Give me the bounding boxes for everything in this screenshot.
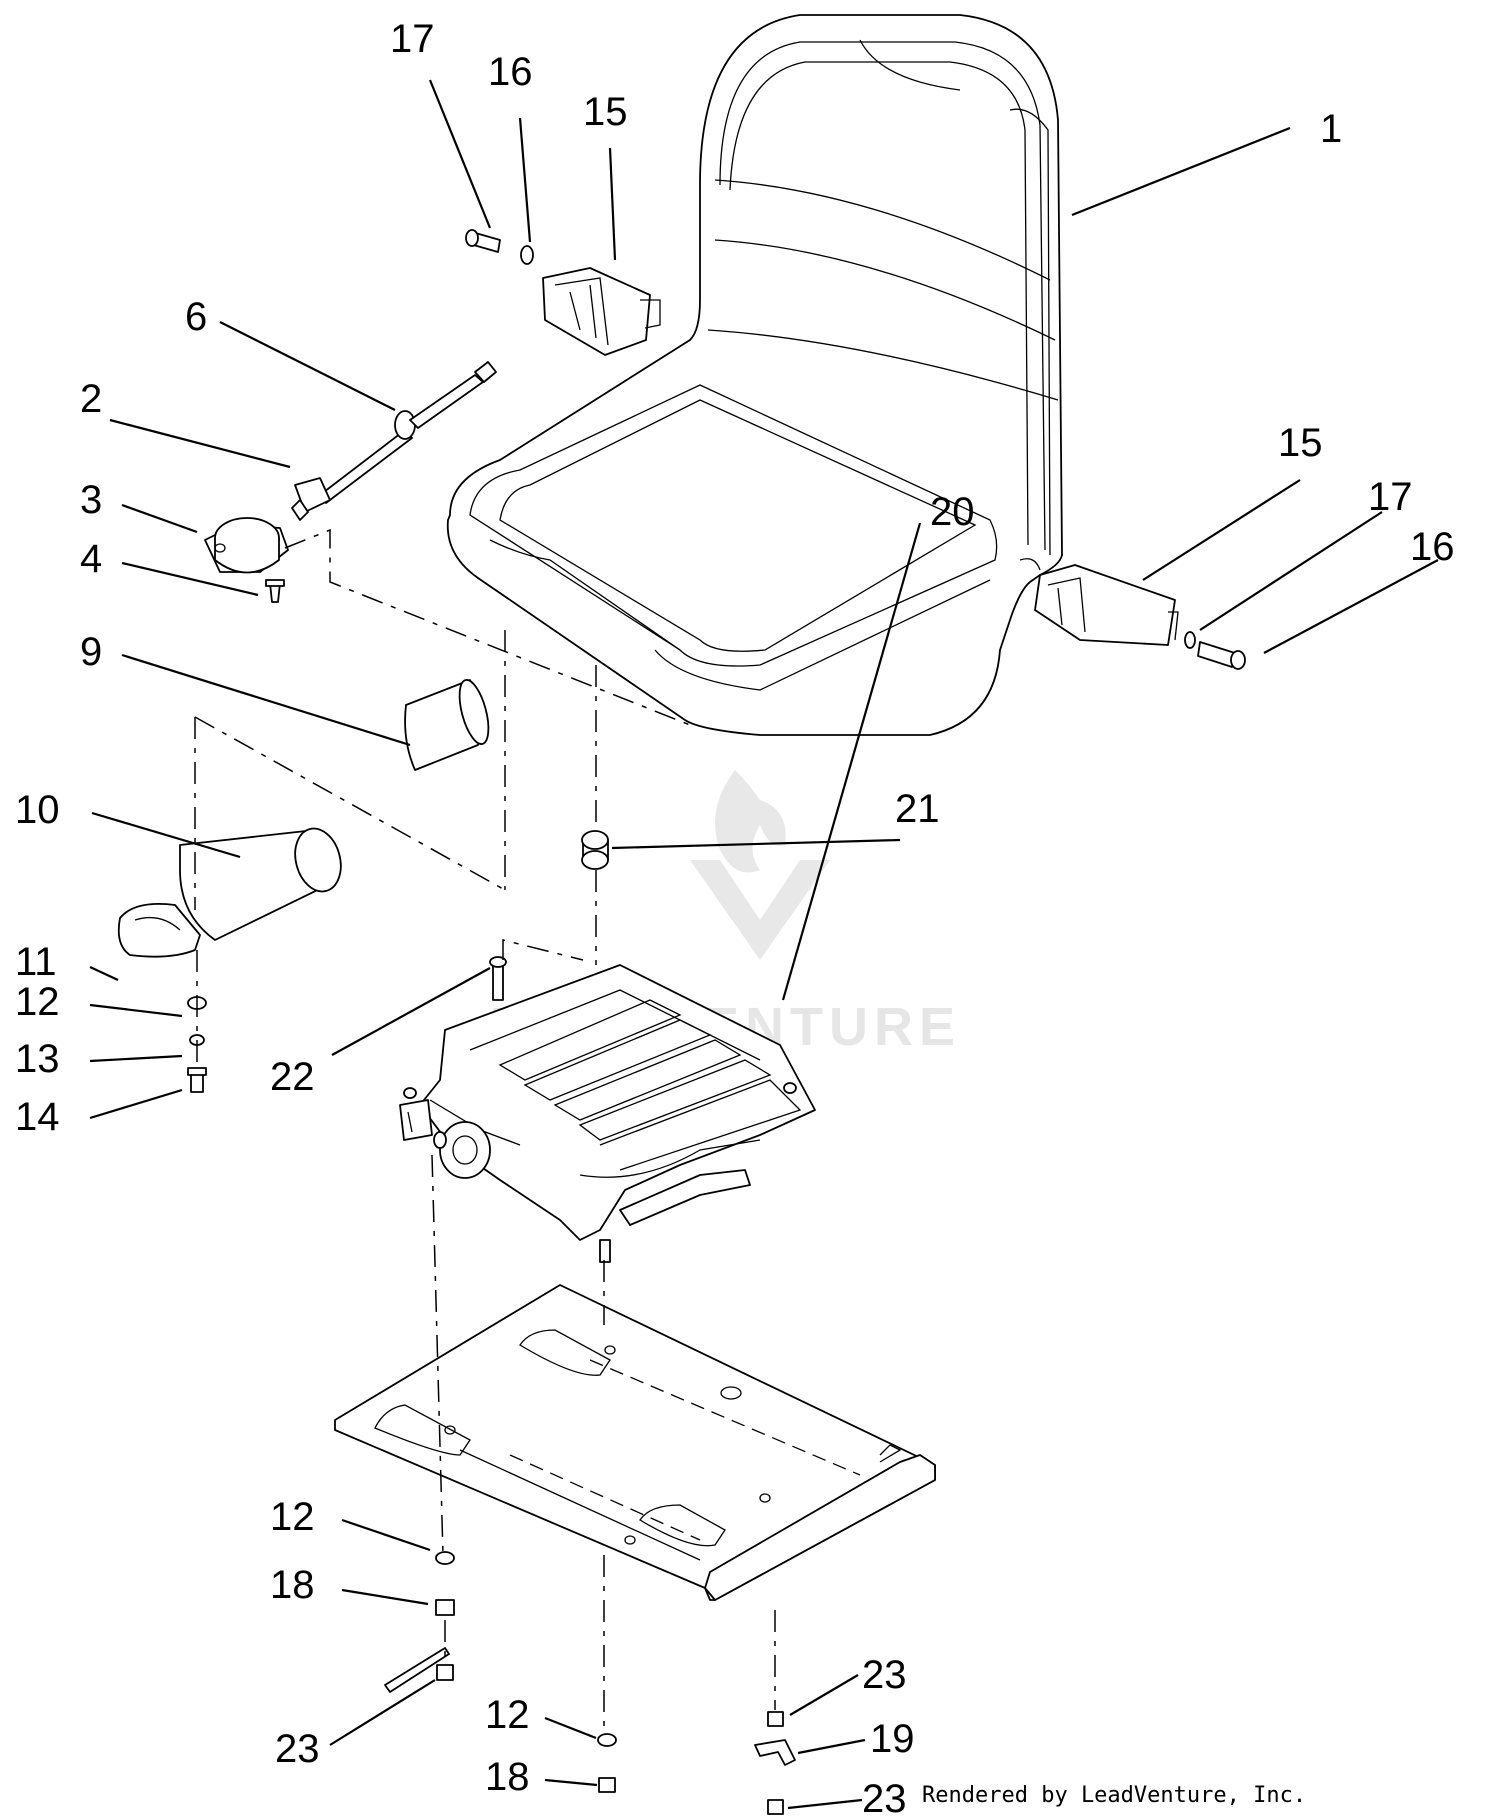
- washer-part-12-left: [435, 1551, 455, 1565]
- callout-19: 19: [870, 1717, 915, 1761]
- callout-16-right: 16: [1410, 525, 1455, 569]
- nut-part-23-right-lower: [767, 1799, 784, 1815]
- callout-18-center: 18: [485, 1755, 530, 1799]
- suspension-part-20: [399, 956, 816, 1263]
- callout-6: 6: [185, 295, 207, 339]
- callout-13: 13: [15, 1037, 60, 1081]
- locknut-part-18-left: [435, 1599, 455, 1616]
- nut-part-23-right-upper: [767, 1711, 784, 1727]
- callout-20: 20: [930, 490, 975, 534]
- clip-part-23-left-wire: [384, 1647, 450, 1693]
- callout-15-upper: 15: [583, 90, 628, 134]
- base-plate: [334, 1284, 936, 1601]
- connector-part-2: [291, 477, 331, 521]
- locknut-part-18-center: [598, 1777, 616, 1793]
- seat-switch-part-3: [204, 517, 289, 574]
- tube-part-10: [179, 827, 342, 941]
- spacer-part-21: [581, 830, 609, 870]
- callout-16-upper: 16: [488, 50, 533, 94]
- right-bolt-part-16: [1197, 641, 1246, 670]
- callout-17-upper: 17: [390, 17, 435, 61]
- right-washer-part-17: [1184, 631, 1196, 649]
- callout-12-left: 12: [270, 1495, 315, 1539]
- upper-bolt-part-17: [465, 229, 501, 253]
- callout-12-center: 12: [485, 1693, 530, 1737]
- manual-part-9: [404, 679, 490, 771]
- right-bracket-part-15: [1034, 564, 1179, 646]
- callout-21: 21: [895, 787, 940, 831]
- callout-23-right-upper: 23: [862, 1653, 907, 1697]
- callout-10: 10: [15, 788, 60, 832]
- rendered-by-credit: Rendered by LeadVenture, Inc.: [922, 1783, 1306, 1808]
- callout-18-left: 18: [270, 1563, 315, 1607]
- leader-lines: [89, 79, 1439, 1810]
- callout-17-right: 17: [1368, 475, 1413, 519]
- callout-labels: 1 2 3 4 6 9 10 11 12 13 14 15 15 16 16 1…: [15, 17, 1455, 1819]
- callout-11: 11: [15, 940, 57, 984]
- upper-bracket-part-15: [542, 267, 661, 356]
- callout-9: 9: [80, 630, 102, 674]
- callout-12-upper: 12: [15, 980, 60, 1024]
- harness-part-6: [319, 361, 497, 504]
- clip-part-19: [754, 1739, 796, 1766]
- callout-22: 22: [270, 1055, 315, 1099]
- upper-washer-part-16: [520, 245, 534, 265]
- callout-4: 4: [80, 537, 102, 581]
- callout-1: 1: [1320, 107, 1342, 151]
- callout-14: 14: [15, 1095, 60, 1139]
- callout-23-left: 23: [275, 1727, 320, 1771]
- washer-part-12-center: [597, 1733, 617, 1747]
- strap-part-11: [117, 903, 201, 958]
- seat-part-1: [446, 14, 1063, 736]
- callout-2: 2: [80, 377, 102, 421]
- nut-part-23-left: [436, 1664, 454, 1681]
- screw-part-4: [265, 579, 285, 603]
- callout-15-right: 15: [1278, 421, 1323, 465]
- callout-3: 3: [80, 478, 102, 522]
- callout-23-right-lower: 23: [862, 1777, 907, 1819]
- assembly-center-lines: [194, 528, 776, 1735]
- screw-part-14: [187, 1067, 207, 1093]
